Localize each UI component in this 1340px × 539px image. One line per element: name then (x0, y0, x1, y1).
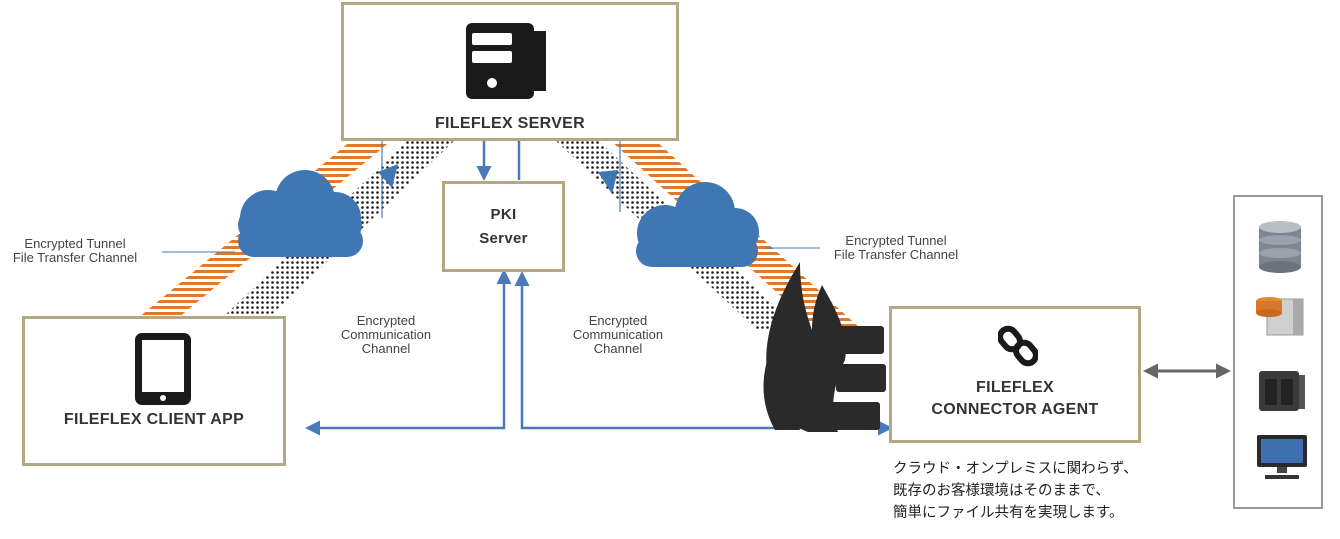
label-line: File Transfer Channel (12, 250, 138, 265)
agent-title-line2: CONNECTOR AGENT (931, 401, 1099, 418)
comm-left-label: Encrypted Communication Channel (326, 314, 446, 356)
pki-title-line1: PKI (490, 206, 517, 223)
tablet-icon (135, 333, 191, 405)
fileflex-server-box: FILEFLEX SERVER (341, 2, 679, 141)
arrow-pki-client (305, 269, 512, 436)
label-line: Encrypted (588, 313, 648, 328)
firewall-icon (763, 262, 886, 432)
label-line: Encrypted (356, 313, 416, 328)
nas-icon (1259, 371, 1305, 411)
cloud-icon (238, 170, 363, 257)
label-line: Communication (340, 327, 432, 342)
label-line: Channel (361, 341, 411, 356)
fileflex-client-box: FILEFLEX CLIENT APP (22, 316, 286, 466)
label-line: Communication (572, 327, 664, 342)
connector-agent-box: FILEFLEX CONNECTOR AGENT (889, 306, 1141, 443)
comm-right-label: Encrypted Communication Channel (558, 314, 678, 356)
caption-line: 簡単にファイル共有を実現します。 (893, 505, 1124, 521)
label-line: File Transfer Channel (833, 247, 959, 262)
database-icon (1259, 221, 1301, 273)
caption-line: クラウド・オンプレミスに関わらず、 (893, 461, 1138, 477)
label-line: Encrypted Tunnel (24, 236, 126, 251)
pki-title-line2: Server (479, 230, 528, 247)
label-line: Encrypted Tunnel (845, 233, 947, 248)
label-line: Channel (593, 341, 643, 356)
caption: クラウド・オンプレミスに関わらず、 既存のお客様環境はそのままで、 簡単にファイ… (893, 458, 1138, 524)
cloud-icon (636, 182, 759, 267)
server-icon (466, 23, 546, 99)
agent-title-line1: FILEFLEX (976, 379, 1054, 396)
caption-line: 既存のお客様環境はそのままで、 (893, 483, 1110, 499)
client-title: FILEFLEX CLIENT APP (63, 411, 245, 428)
server-storage-icon (1256, 297, 1304, 336)
server-title: FILEFLEX SERVER (434, 115, 585, 132)
pki-server-box: PKI Server (442, 181, 565, 272)
arrow-pki-agent (514, 271, 893, 436)
tunnel-right-label: Encrypted Tunnel File Transfer Channel (826, 234, 966, 262)
tunnel-left-label: Encrypted Tunnel File Transfer Channel (10, 237, 140, 265)
tunnel-marker-right (598, 140, 621, 212)
storage-panel (1233, 195, 1323, 509)
desktop-icon (1257, 435, 1307, 479)
link-icon (998, 325, 1038, 367)
